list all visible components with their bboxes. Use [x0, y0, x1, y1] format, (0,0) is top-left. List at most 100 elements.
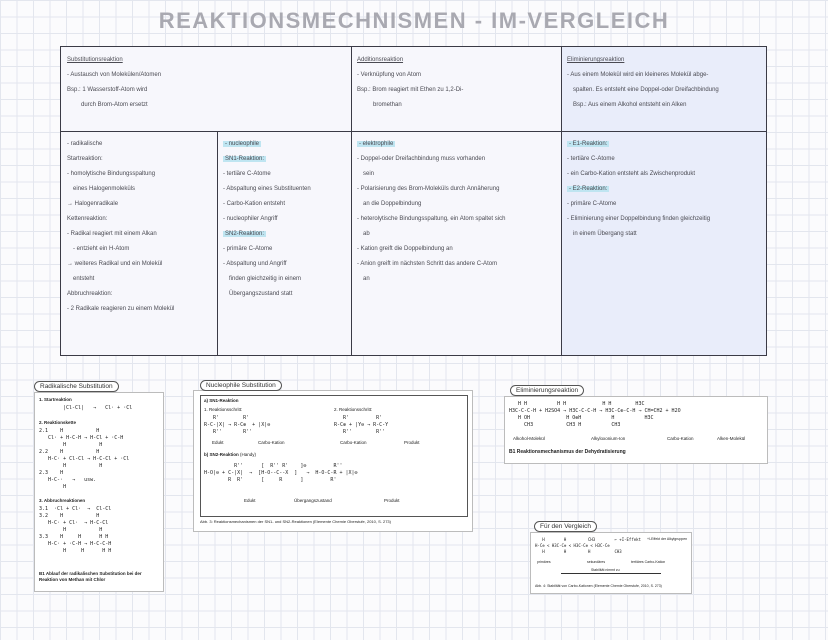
radical-line: Kettenreaktion: [67, 216, 108, 222]
substitution-heading: Substitutionsreaktion [67, 57, 123, 63]
sn2-label: b) SN2-Reaktion (Handy) [204, 451, 256, 458]
primary-label: primäres [537, 560, 551, 564]
elimination-figure: H H H H H H H3C H3C-C-C-H + H2SO4 → H3C-… [504, 396, 768, 464]
sn2-note: (Handy) [240, 452, 257, 457]
row-divider [61, 131, 766, 133]
addition-line: - Kation greift die Doppelbindung an [357, 246, 453, 252]
elimination-line: - tertiäre C-Atome [567, 156, 615, 162]
radical-line: eines Halogenmoleküls [73, 186, 136, 192]
elimination-cell: Eliminierungsreaktion - Aus einem Molekü… [567, 53, 763, 113]
termination-equations: 3.1 ·Cl + Cl· → Cl-Cl 3.2 H H H-C· + Cl·… [39, 506, 112, 554]
radical-substitution-figure: 1. Startreaktion |Cl-Cl| → Cl· + ·Cl 2. … [34, 392, 164, 592]
step-label: 2. Reaktionsschritt: [334, 407, 373, 412]
substitution-line: - Austausch von Molekülen/Atomen [67, 72, 162, 78]
column-divider [351, 47, 353, 355]
secondary-label: sekundäres [587, 560, 606, 564]
addition-line: - Polarisierung des Brom-Moleküls durch … [357, 186, 500, 192]
addition-line: ab [363, 231, 370, 237]
radical-line: - entzieht ein H-Atom [73, 246, 130, 252]
sn2-equation: R'' [ R'' R' ]⊖ R'' H-O|⊖ + C-|X| → [H-O… [204, 463, 358, 483]
radical-line: → weiteres Radikal und ein Molekül [67, 261, 163, 267]
alken-label: Alken-Molekül [717, 436, 746, 441]
nucleophilic-line: - nucleophiler Angriff [223, 216, 278, 222]
comparison-tag: Für den Vergleich [534, 521, 597, 532]
addition-line: an die Doppelbindung [363, 201, 422, 207]
radical-line: entsteht [73, 276, 95, 282]
nucleophilic-substitution-tag: Nucleophile Substitution [200, 380, 282, 391]
nucleophilic-figure-frame [200, 395, 468, 517]
sn1-label: a) SN1-Reaktion [204, 398, 239, 403]
section-label: 2. Reaktionskette [39, 420, 77, 425]
elimination-tag: Eliminierungsreaktion [510, 385, 585, 396]
produkt-label: Produkt [404, 440, 420, 445]
elimination-line: - E1-Reaktion: [567, 141, 610, 147]
nucleophilic-line: SN1-Reaktion: [223, 156, 267, 162]
figure-caption: Abb. 4: Stabilität von Carbo-Kationen (E… [535, 584, 662, 588]
substitution-cell: Substitutionsreaktion - Austausch von Mo… [67, 53, 347, 113]
addition-line: - elektrophile [357, 141, 396, 147]
elimination-line: spalten. Es entsteht eine Doppel-oder Dr… [573, 87, 719, 93]
transition-state-label: Übergangszustand [294, 498, 332, 503]
nucleophilic-line: - primäre C-Atome [223, 246, 273, 252]
radical-line: - 2 Radikale reagieren zu einem Molekül [67, 306, 175, 312]
section-label: 1. Startreaktion [39, 397, 72, 402]
carbo-kation-label: Carbo-Kation [258, 440, 285, 445]
addition-line: bromethan [373, 102, 402, 108]
nucleophilic-line: SN2-Reaktion: [223, 231, 267, 237]
produkt-label: Produkt [384, 498, 400, 503]
nucleophilic-line: - nucleophile [223, 141, 262, 147]
elimination-line: - primäre C-Atome [567, 201, 617, 207]
addition-detail-cell: - elektrophile - Doppel-oder Dreifachbin… [357, 137, 557, 287]
radical-substitution-cell: - radikalische Startreaktion: - homolyti… [67, 137, 215, 317]
addition-line: - Anion greift im nächsten Schritt das a… [357, 261, 498, 267]
step-label: 1. Reaktionsschritt: [204, 407, 243, 412]
elimination-line: - Eliminierung einer Doppelbindung finde… [567, 216, 711, 222]
radical-line: → Halogenradikale [67, 201, 119, 207]
elimination-detail-cell: - E1-Reaktion: - tertiäre C-Atome - ein … [567, 137, 763, 242]
edukt-label: Edukt [212, 440, 224, 445]
sn1-equation-2: R' R' R-C⊕ + |Y⊖ → R-C-Y R'' R'' [334, 415, 389, 435]
addition-line: - Verknüpfung von Atom [357, 72, 422, 78]
nucleophilic-line: - Abspaltung und Angriff [223, 261, 287, 267]
addition-cell: Additionsreaktion - Verknüpfung von Atom… [357, 53, 557, 113]
carbocation-stability-figure: H H CH3 ← +I-Effekt H-C⊕ < H3C-C⊕ < H3C-… [530, 532, 692, 594]
elimination-line: - E2-Reaktion: [567, 186, 610, 192]
figure-caption: Abb. 3: Reaktionsmechanismen der SN1- un… [200, 519, 391, 524]
addition-heading: Additionsreaktion [357, 57, 404, 63]
substitution-line: Bsp.: 1 Wasserstoff-Atom wird [67, 87, 148, 93]
nucleophilic-line: Übergangszustand statt [229, 291, 293, 297]
page-title: REAKTIONSMECHNISMEN - IM-VERGLEICH [158, 8, 670, 33]
nucleophilic-line: finden gleichzeitig in einem [229, 276, 302, 282]
edukt-label: Edukt [244, 498, 256, 503]
sn2-title: b) SN2-Reaktion [204, 452, 239, 457]
nucleophilic-line: - Carbo-Kation entsteht [223, 201, 286, 207]
nucleophilic-substitution-figure: a) SN1-Reaktion 1. Reaktionsschritt: 2. … [193, 390, 473, 532]
carbo-kation-label: Carbo-Kation [667, 436, 694, 441]
addition-line: - heterolytische Bindungsspaltung, ein A… [357, 216, 506, 222]
chain-reaction-equations: 2.1 H H Cl· + H-C-H → H-Cl + ·C-H H H 2.… [39, 428, 130, 490]
addition-line: - Doppel-oder Dreifachbindung muss vorha… [357, 156, 486, 162]
nucleophilic-line: - Abspaltung eines Substituenten [223, 186, 311, 192]
comparison-table: Substitutionsreaktion - Austausch von Mo… [60, 46, 767, 356]
alkyloxonium-label: Alkyloxonium-Ion [591, 436, 626, 441]
elimination-heading: Eliminierungsreaktion [567, 57, 625, 63]
elimination-column-shading [561, 47, 766, 355]
radical-substitution-tag: Radikalische Substitution [34, 381, 119, 392]
carbocation-structures: H H CH3 ← +I-Effekt H-C⊕ < H3C-C⊕ < H3C-… [535, 537, 641, 554]
elimination-line: in einem Übergang statt [573, 231, 637, 237]
column-divider [217, 131, 219, 355]
addition-line: Bsp.: Brom reagiert mit Ethen zu 1,2-Di- [357, 87, 464, 93]
section-label: 3. Abbruchreaktionen [39, 498, 86, 503]
dehydration-equation: H H H H H H H3C H3C-C-C-H + H2SO4 → H3C-… [509, 401, 681, 428]
addition-line: an [363, 276, 370, 282]
elimination-line: Bsp.: Aus einem Alkohol entsteht ein Alk… [573, 102, 687, 108]
radical-line: Startreaktion: [67, 156, 103, 162]
figure-caption: B1 Reaktionsmechanismus der Dehydratisie… [509, 449, 626, 455]
figure-caption: B1 Ablauf der radikalischen Substitution… [39, 571, 142, 582]
carbo-kation-label: Carbo-Kation [340, 440, 367, 445]
radical-line: Abbruchreaktion: [67, 291, 113, 297]
elimination-line: - ein Carbo-Kation entsteht als Zwischen… [567, 171, 696, 177]
elimination-line: - Aus einem Molekül wird ein kleineres M… [567, 72, 709, 78]
sn1-equation-1: R' R' R-C-|X| → R-C⊕ + |X|⊖ R'' R'' [204, 415, 271, 435]
stability-label: Stabilität nimmt zu [591, 568, 620, 572]
